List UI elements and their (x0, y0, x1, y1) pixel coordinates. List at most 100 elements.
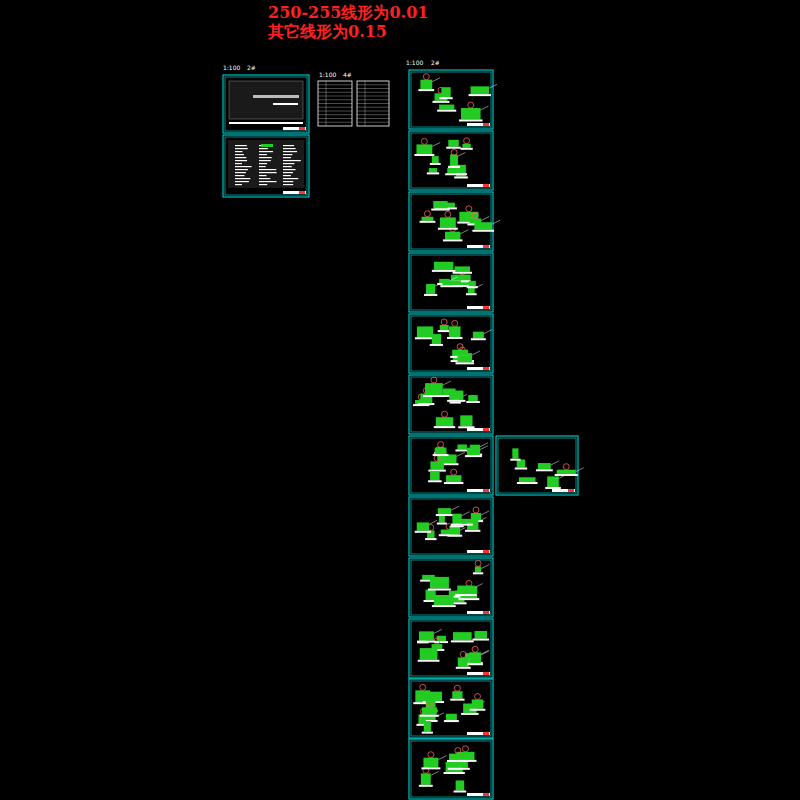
title-block-mark (483, 123, 489, 126)
sheet-frame (409, 679, 493, 738)
leader-line (457, 452, 465, 456)
table-row (318, 122, 352, 123)
leader-line (431, 771, 439, 775)
detail-base (414, 154, 434, 156)
note-line (259, 184, 267, 185)
detail-fill (426, 284, 435, 294)
note-line (235, 160, 247, 161)
detail-base (438, 228, 458, 230)
detail-fill (417, 522, 429, 530)
detail-fill (471, 513, 481, 520)
detail-base (433, 454, 449, 456)
detail-fill (432, 156, 439, 163)
detail-fill (422, 217, 434, 221)
detail-fill (474, 222, 492, 230)
note-line (259, 148, 268, 149)
note-line (235, 145, 247, 146)
detail-base (465, 530, 480, 532)
detail-base (451, 640, 474, 642)
sheet-border (411, 316, 491, 371)
note-line (259, 169, 276, 170)
note-line (259, 151, 273, 152)
table-row (357, 84, 389, 85)
detail-fill (417, 326, 433, 337)
detail-circle (462, 746, 468, 752)
detail-base (458, 426, 474, 428)
detail-base (517, 482, 538, 484)
detail-circle (441, 319, 447, 325)
detail-base (510, 459, 520, 461)
title-block-mark (299, 191, 305, 194)
sheet-border (411, 438, 491, 493)
note-line (235, 181, 249, 182)
table-row (357, 107, 389, 108)
detail-circle (424, 211, 430, 217)
detail-base (427, 172, 439, 174)
detail-circle (475, 560, 481, 566)
detail-base (415, 531, 431, 533)
detail-fill (449, 391, 463, 400)
sheet-border (498, 438, 576, 493)
detail-fill (472, 699, 484, 708)
detail-fill (439, 105, 454, 110)
detail-base (420, 221, 436, 223)
detail-base (450, 402, 461, 404)
detail-base (430, 344, 443, 346)
detail-base (536, 469, 553, 471)
detail-fill (453, 632, 472, 640)
note-line (283, 184, 293, 185)
detail-circle (466, 206, 472, 212)
sheet-frame (496, 436, 578, 495)
leader-line (484, 330, 492, 334)
detail-circle (426, 701, 432, 707)
sheet-frame (409, 739, 493, 799)
note-line (235, 157, 246, 158)
detail-fill (441, 87, 450, 97)
detail-base (422, 732, 433, 734)
detail-circle (464, 138, 470, 144)
table-row (318, 84, 352, 85)
table-row (318, 99, 352, 100)
detail-base (471, 338, 486, 340)
scale-label: 1:100 (222, 65, 241, 71)
detail-base (443, 239, 462, 241)
detail-fill (517, 460, 525, 468)
leader-line (432, 78, 440, 82)
detail-fill (432, 334, 441, 344)
table-row (357, 122, 389, 123)
title-block (467, 672, 490, 675)
table-row (357, 99, 389, 100)
detail-fill (434, 262, 453, 270)
detail-base (437, 523, 447, 525)
detail-base (461, 713, 478, 715)
detail-circle (454, 685, 460, 691)
detail-fill (416, 144, 432, 154)
note-line (259, 175, 266, 176)
detail-base (472, 639, 489, 641)
sheet-border (411, 377, 491, 432)
detail-base (420, 715, 439, 717)
detail-base (448, 166, 459, 168)
table-row (357, 114, 389, 115)
detail-base (423, 395, 445, 397)
sheet-frame (409, 131, 493, 190)
detail-base (447, 760, 469, 762)
table-row (318, 114, 352, 115)
note-head (261, 144, 273, 147)
detail-fill (420, 80, 432, 89)
detail-base (436, 514, 453, 516)
detail-fill (425, 383, 443, 395)
note-line (235, 163, 242, 164)
detail-fill (423, 758, 438, 768)
sheet-border (225, 77, 307, 131)
leader-line (457, 152, 465, 156)
detail-circle (472, 212, 478, 218)
table-row (318, 103, 352, 104)
note-line (235, 166, 252, 167)
sheet-frame (409, 558, 493, 617)
title-block-mark (483, 245, 489, 248)
note-line (283, 172, 293, 173)
detail-circle (434, 455, 440, 461)
detail-circle (457, 344, 463, 350)
note-line (259, 157, 272, 158)
